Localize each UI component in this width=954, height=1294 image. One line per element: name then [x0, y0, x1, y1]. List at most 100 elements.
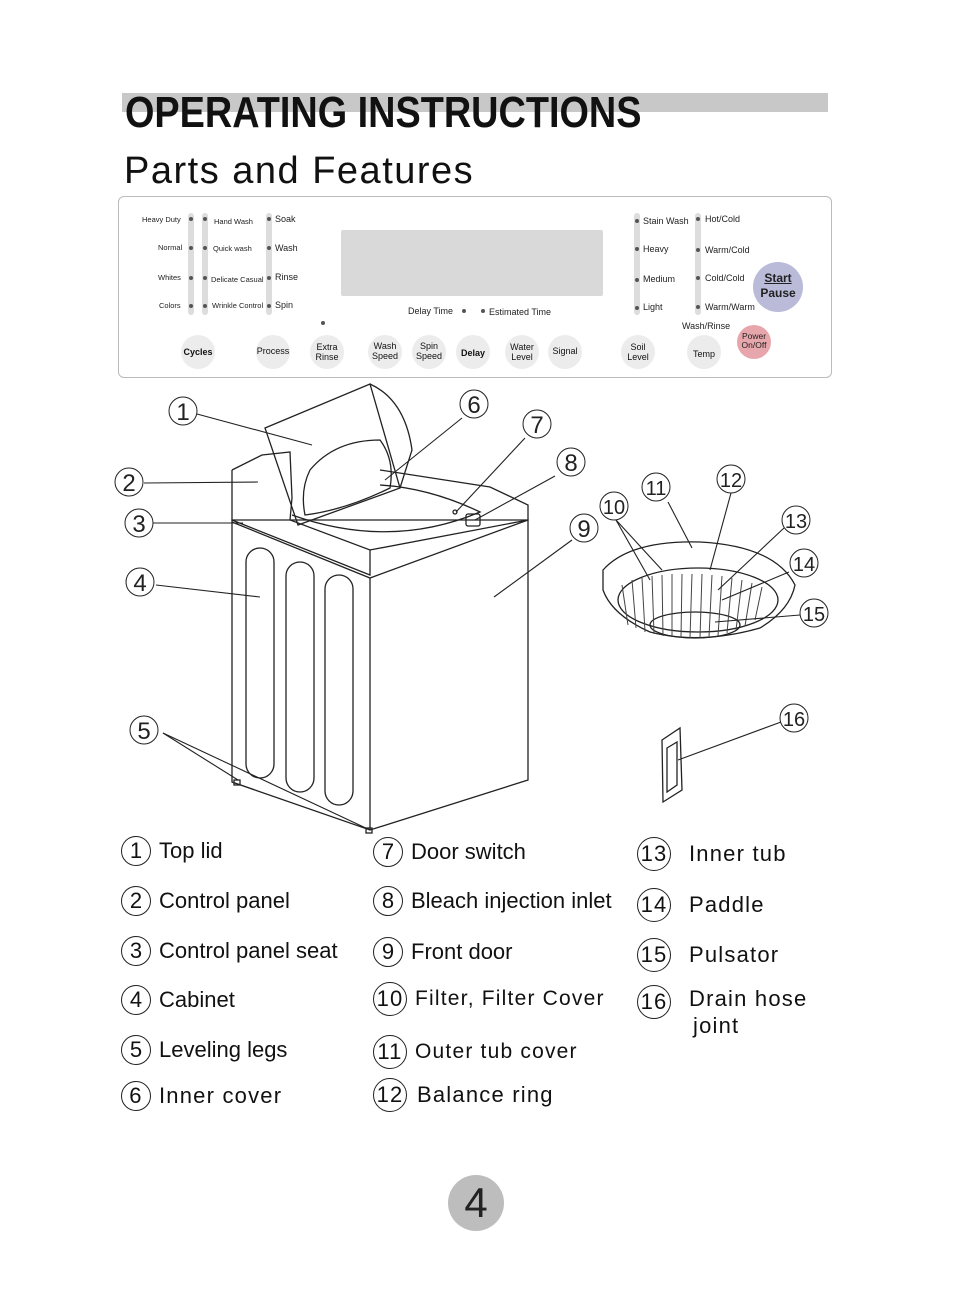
process-option: Hand Wash: [214, 217, 253, 226]
cycle-option: Colors: [159, 301, 181, 310]
callout-4: 4: [125, 567, 155, 597]
extra-rinse-button: [310, 335, 344, 369]
callout-13: 13: [781, 505, 811, 535]
bleach-inlet: [465, 513, 481, 527]
svg-text:8: 8: [564, 450, 577, 477]
wash-rinse-label: Wash/Rinse: [682, 321, 731, 331]
section-title: Parts and Features: [124, 150, 475, 192]
cabinet-panel: [285, 561, 315, 793]
temp-option: Hot/Cold: [705, 214, 741, 224]
cycle-option: Whites: [158, 273, 181, 282]
page-number: 4: [448, 1175, 504, 1231]
drain-hose-joint: [661, 726, 683, 804]
svg-text:10: 10: [603, 497, 625, 519]
page-title: OPERATING INSTRUCTIONS: [125, 88, 642, 137]
panel-indicator-track: [266, 213, 272, 315]
svg-text:12: 12: [720, 470, 742, 492]
delay-time-label: Delay Time: [408, 306, 454, 316]
spin-speed-button: [412, 335, 446, 369]
temp-button: [687, 335, 721, 369]
process-option: Quick wash: [213, 244, 252, 253]
inner-cover: [302, 439, 392, 516]
step-option: Soak: [275, 214, 296, 224]
svg-text:11: 11: [646, 478, 667, 500]
cabinet-panel: [324, 574, 354, 806]
svg-text:2: 2: [122, 470, 135, 497]
top-lid: [264, 383, 401, 526]
svg-text:16: 16: [783, 709, 805, 731]
callout-2: 2: [114, 467, 144, 497]
cycle-option: Normal: [158, 243, 183, 252]
callout-3: 3: [124, 508, 154, 538]
callout-7: 7: [522, 409, 552, 439]
svg-text:5: 5: [137, 718, 150, 745]
soil-option: Stain Wash: [643, 216, 689, 226]
svg-text:14: 14: [793, 554, 815, 576]
temp-option: Warm/Warm: [705, 302, 755, 312]
svg-text:6: 6: [467, 392, 480, 419]
svg-text:9: 9: [577, 516, 590, 543]
door-switch: [452, 509, 458, 515]
cabinet-outline: [231, 519, 529, 831]
cabinet-panel: [245, 547, 275, 779]
step-option: Spin: [275, 300, 294, 310]
step-option: Wash: [275, 243, 298, 253]
delay-button: [456, 335, 490, 369]
estimated-time-label: Estimated Time: [489, 307, 552, 317]
control-panel-seat: [231, 470, 371, 576]
callout-8: 8: [556, 447, 586, 477]
cycles-button: [181, 335, 215, 369]
callout-6: 6: [459, 389, 489, 419]
svg-text:7: 7: [530, 412, 543, 439]
process-option: Delicate Casual: [211, 275, 264, 284]
panel-indicator-track: [695, 213, 701, 315]
cycle-option: Heavy Duty: [142, 215, 181, 224]
temp-option: Warm/Cold: [705, 245, 750, 255]
panel-display: [341, 230, 603, 296]
callout-1: 1: [168, 396, 198, 426]
tub-opening: [291, 484, 482, 533]
callout-11: 11: [641, 472, 671, 502]
start-pause-button: Start Pause: [753, 262, 803, 312]
svg-text:4: 4: [133, 570, 146, 597]
svg-text:1: 1: [176, 399, 189, 426]
inner-tub: [617, 567, 779, 633]
callout-16: 16: [779, 703, 809, 733]
outer-tub-cover: [602, 541, 796, 639]
soil-option: Light: [643, 302, 663, 312]
tub-ribs: [621, 573, 763, 639]
temp-option: Cold/Cold: [705, 273, 745, 283]
svg-text:13: 13: [785, 511, 807, 533]
control-panel-illustration: Heavy Duty Normal Whites Colors Hand Was…: [118, 196, 832, 378]
svg-text:15: 15: [803, 604, 825, 626]
cabinet-top-edge: [231, 519, 529, 579]
callout-10: 10: [599, 491, 629, 521]
soil-option: Medium: [643, 274, 676, 284]
soil-level-button: [621, 335, 655, 369]
header-bar: [122, 93, 828, 112]
callout-15: 15: [799, 598, 829, 628]
leveling-leg: [365, 827, 373, 834]
process-button: [256, 335, 290, 369]
washer-top: [231, 451, 529, 551]
svg-text:3: 3: [132, 511, 145, 538]
pulsator: [649, 611, 741, 639]
soil-option: Heavy: [643, 244, 669, 254]
process-option: Wrinkle Control: [212, 301, 264, 310]
callout-14: 14: [789, 548, 819, 578]
panel-indicator-track: [188, 213, 194, 315]
